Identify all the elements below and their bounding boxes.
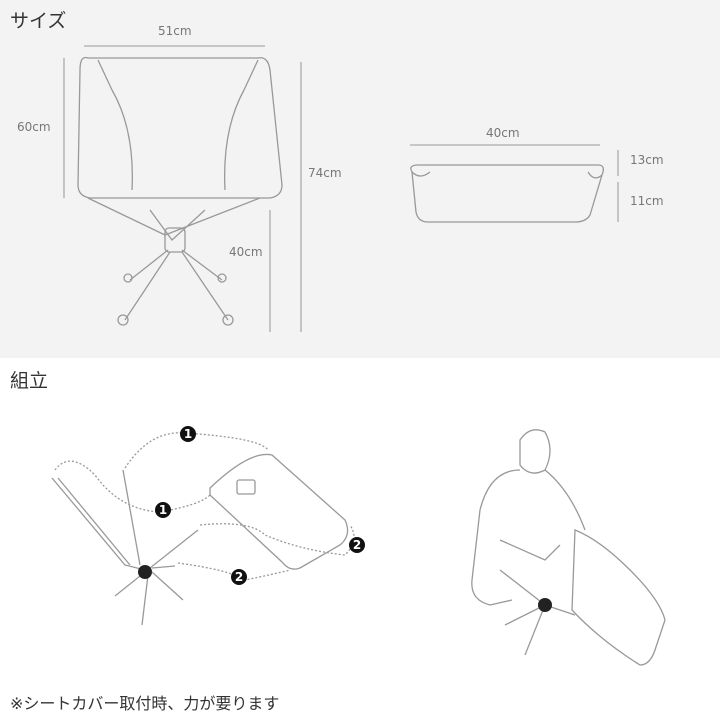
- carry-bag-drawing: [410, 164, 604, 223]
- seat-height-dimension: 40cm: [229, 245, 263, 259]
- size-section: [0, 0, 720, 358]
- size-title: サイズ: [10, 10, 67, 32]
- assembly-diagram: [51, 432, 355, 626]
- svg-text:1: 1: [159, 503, 167, 517]
- svg-text:2: 2: [235, 570, 243, 584]
- assembly-title: 組立: [10, 370, 49, 392]
- dimension-lines: [63, 45, 619, 332]
- svg-text:2: 2: [353, 538, 361, 552]
- bag-length-dimension: 40cm: [486, 126, 520, 140]
- svg-text:1: 1: [184, 427, 192, 441]
- width-dimension: 51cm: [158, 24, 192, 38]
- assembly-note: ※シートカバー取付時、力が要ります: [10, 694, 280, 713]
- step-badge-1a: 1: [180, 426, 196, 442]
- person-assembling-drawing: [471, 429, 666, 666]
- step-badge-1b: 1: [155, 502, 171, 518]
- step-badge-2a: 2: [349, 537, 365, 553]
- back-height-dimension: 60cm: [17, 120, 51, 134]
- chair-front-drawing: [77, 56, 283, 326]
- step-badge-2b: 2: [231, 569, 247, 585]
- bag-top-dimension: 13cm: [630, 153, 664, 167]
- total-height-dimension: 74cm: [308, 166, 342, 180]
- bag-side-dimension: 11cm: [630, 194, 664, 208]
